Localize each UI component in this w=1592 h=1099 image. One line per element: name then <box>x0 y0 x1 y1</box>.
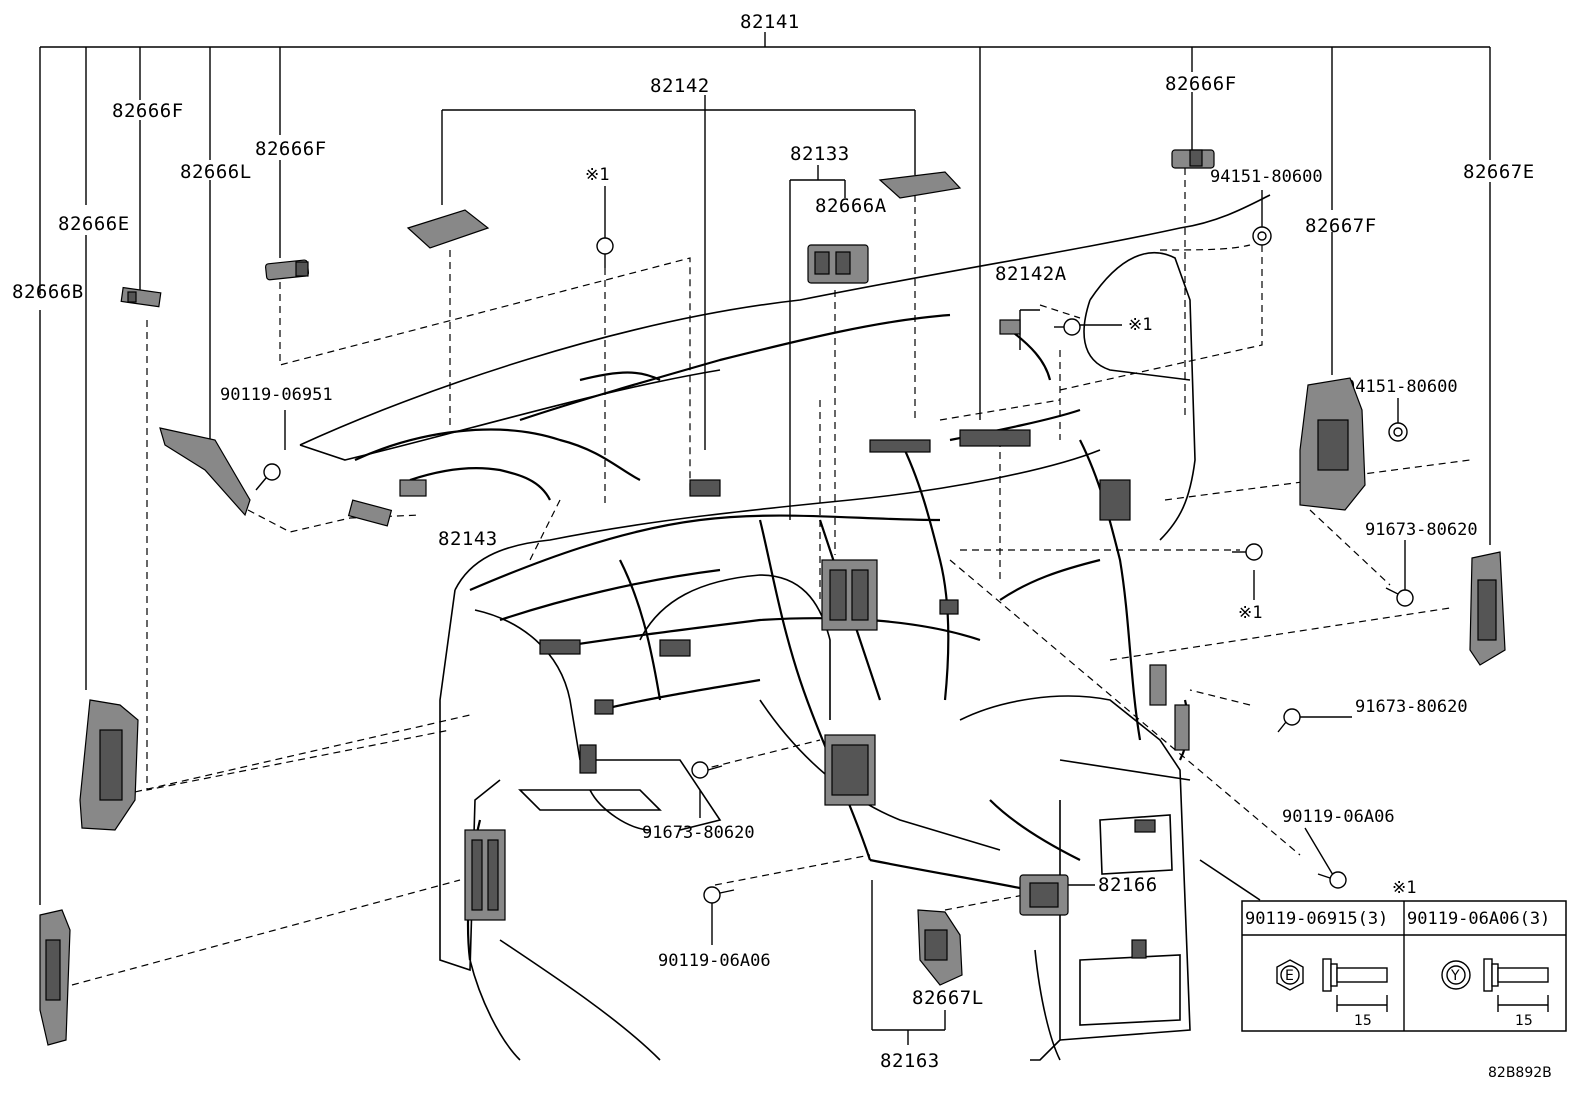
label-82142: 82142 <box>650 75 710 97</box>
bolt-icon-ref-3 <box>1232 543 1263 561</box>
junction-block-left <box>464 829 506 921</box>
bolt-length-Y: 15 <box>1515 1013 1533 1029</box>
junction-block-center <box>821 559 878 631</box>
junction-block-lower <box>824 734 876 806</box>
harness-82142-leader <box>441 95 916 450</box>
label-82666A: 82666A <box>815 195 887 217</box>
bolt-icon-91673-right-lower <box>1277 708 1301 733</box>
table-header-90119-06A06: 90119-06A06(3) <box>1407 909 1550 929</box>
label-82667F: 82667F <box>1305 215 1377 237</box>
bolt-symbol-E: E <box>1285 968 1294 984</box>
ref-mark-3: ※1 <box>1238 603 1262 623</box>
connector-block-right <box>1149 664 1190 751</box>
label-82667E: 82667E <box>1463 161 1535 183</box>
table-ref-mark: ※1 <box>1392 878 1416 898</box>
connector-82143 <box>347 479 427 527</box>
label-91673-center: 91673-80620 <box>642 823 755 843</box>
label-82667L: 82667L <box>912 987 984 1009</box>
bracket-82667E <box>1469 551 1506 666</box>
ref-mark-1: ※1 <box>585 165 609 185</box>
bolt-length-E: 15 <box>1354 1013 1372 1029</box>
label-91673-right-lower: 91673-80620 <box>1355 697 1468 717</box>
bolt-head-E-icon: E <box>1276 959 1304 991</box>
main-harness-leader <box>39 32 1491 905</box>
connector-82666F-right <box>1171 149 1215 169</box>
bolt-head-Y-icon: Y <box>1441 960 1471 990</box>
ref-mark-2: ※1 <box>1128 315 1152 335</box>
label-82666L: 82666L <box>180 161 252 183</box>
label-90119-06A06-bottom: 90119-06A06 <box>658 951 771 971</box>
bolt-icon-ref-1 <box>596 237 614 268</box>
bracket-82667F <box>1299 377 1366 511</box>
pad-82142-right <box>878 171 962 199</box>
connector-82666F-left <box>120 286 162 308</box>
bolt-icon-91673-center <box>691 761 723 779</box>
connector-82142A <box>999 319 1021 335</box>
nut-icon-94151-top <box>1252 226 1272 246</box>
connectors-misc <box>539 429 1156 959</box>
bolt-side-E-icon: 15 <box>1322 958 1388 1029</box>
label-82666E: 82666E <box>58 213 130 235</box>
pad-82142-left <box>406 209 490 249</box>
bracket-82666E <box>79 699 139 831</box>
label-91673-right-upper: 91673-80620 <box>1365 520 1478 540</box>
nut-icon-94151-right <box>1388 422 1408 442</box>
label-82163: 82163 <box>880 1050 940 1072</box>
bolt-icon-90119-06A06-bottom <box>703 886 735 904</box>
label-82133: 82133 <box>790 143 850 165</box>
bolt-table: ※1 90119-06915(3) 90119-06A06(3) E 15 Y <box>1241 878 1567 1032</box>
bolt-icon-90119-06A06-right <box>1317 871 1347 889</box>
label-82666F-right: 82666F <box>1165 73 1237 95</box>
diagram-code: 82B892B <box>1488 1065 1552 1081</box>
label-82666B: 82666B <box>12 281 84 303</box>
connector-82666F-mid <box>264 259 310 281</box>
bolt-icon-90119-06951 <box>255 463 281 491</box>
label-82142A: 82142A <box>995 263 1067 285</box>
bracket-82666L <box>159 427 251 517</box>
label-94151-top: 94151-80600 <box>1210 167 1323 187</box>
relay-82666A <box>807 244 869 284</box>
bolt-symbol-Y: Y <box>1450 968 1460 984</box>
label-94151-right: 94151-80600 <box>1345 377 1458 397</box>
label-90119-06A06-right: 90119-06A06 <box>1282 807 1395 827</box>
dashboard-body <box>299 194 1271 1061</box>
connector-82166 <box>1019 874 1069 916</box>
table-header-90119-06915: 90119-06915(3) <box>1245 909 1388 929</box>
harness-82163-leader <box>871 880 946 1045</box>
bolt-icon-ref-2 <box>1054 318 1081 336</box>
label-82666F-left: 82666F <box>112 100 184 122</box>
bolt-side-Y-icon: 15 <box>1483 958 1549 1029</box>
bracket-82666B <box>39 909 71 1046</box>
wire-harness <box>354 313 1190 961</box>
label-82666F-mid: 82666F <box>255 138 327 160</box>
relay-82667L <box>917 909 963 986</box>
harness-82133-leader <box>789 165 846 520</box>
label-82141: 82141 <box>740 11 800 33</box>
label-82166: 82166 <box>1098 874 1158 896</box>
label-82143: 82143 <box>438 528 498 550</box>
bolt-icon-91673-right-upper <box>1385 587 1414 607</box>
installation-dash-lines <box>71 168 1471 986</box>
label-90119-06951: 90119-06951 <box>220 385 333 405</box>
